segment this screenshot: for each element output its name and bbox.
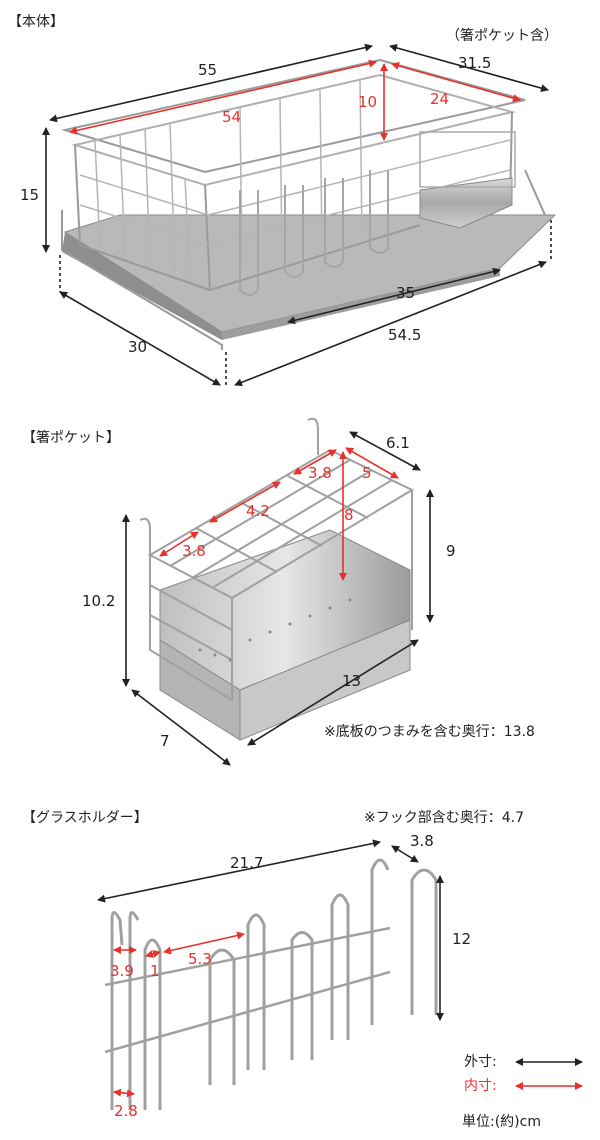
glass-holder-title: 【グラスホルダー】: [22, 810, 148, 826]
body-tray-length: 54.5: [388, 326, 421, 344]
body-outer-dims: [42, 43, 552, 388]
glass-holder-height: 12: [452, 930, 471, 948]
pocket-inner-d: 8: [344, 506, 354, 524]
pocket-width: 13: [342, 672, 361, 690]
legend: 外寸: 内寸: 単位:(約)cm: [462, 1054, 583, 1130]
pocket-inner-dims: [159, 447, 399, 581]
legend-inner-label: 内寸:: [464, 1078, 497, 1094]
body-inner-length: 54: [222, 108, 241, 126]
glass-holder-drawing: [104, 858, 438, 1110]
drain-tray: [62, 214, 557, 340]
pocket-inner-b: 5: [362, 464, 372, 482]
pocket-note: ※底板のつまみを含む奥行：13.8: [324, 723, 535, 740]
body-outer-height: 15: [20, 186, 39, 204]
body-inner-depth: 24: [430, 90, 449, 108]
body-inner-height: 10: [358, 93, 377, 111]
body-tray-inner: 35: [396, 284, 415, 302]
pocket-inner-c: 4.2: [246, 502, 270, 520]
pocket-depth: 7: [160, 732, 170, 750]
legend-unit: 単位:(約)cm: [462, 1114, 541, 1130]
body-title: 【本体】: [8, 14, 64, 30]
glass-holder-section: 【グラスホルダー】 ※フック部含む奥行：4.7 21.7: [22, 809, 524, 1120]
pocket-outer-dims: [122, 431, 434, 766]
glass-holder-width: 21.7: [230, 854, 263, 872]
legend-outer-label: 外寸:: [464, 1054, 497, 1070]
pocket-inner-a: 3.8: [308, 464, 332, 482]
body-tray-depth: 30: [128, 338, 147, 356]
pocket-height-left: 10.2: [82, 592, 115, 610]
body-inner-dims: [69, 59, 521, 141]
body-outer-length: 55: [198, 61, 217, 79]
glass-holder-depth: 3.8: [410, 832, 434, 850]
glass-holder-note: ※フック部含む奥行：4.7: [364, 809, 524, 826]
glass-holder-inner-b: 1: [150, 962, 160, 980]
pocket-mini: [419, 131, 516, 229]
pocket-top-depth: 6.1: [386, 434, 410, 452]
pocket-title: 【箸ポケット】: [22, 429, 120, 446]
body-note: （箸ポケット含）: [446, 27, 558, 44]
glass-holder-outer-dims: [97, 839, 444, 1021]
pocket-height-right: 9: [446, 542, 456, 560]
glass-holder-inner-dims: [113, 931, 245, 1098]
chopstick-pocket-section: 【箸ポケット】: [22, 417, 535, 766]
glass-holder-inner-a: 3.9: [110, 962, 134, 980]
pocket-inner-e: 3.8: [182, 542, 206, 560]
body-section: 【本体】 （箸ポケット含）: [8, 14, 558, 388]
glass-holder-inner-d: 2.8: [114, 1102, 138, 1120]
glass-holder-inner-c: 5.3: [188, 950, 212, 968]
body-outer-depth-top: 31.5: [458, 54, 491, 72]
